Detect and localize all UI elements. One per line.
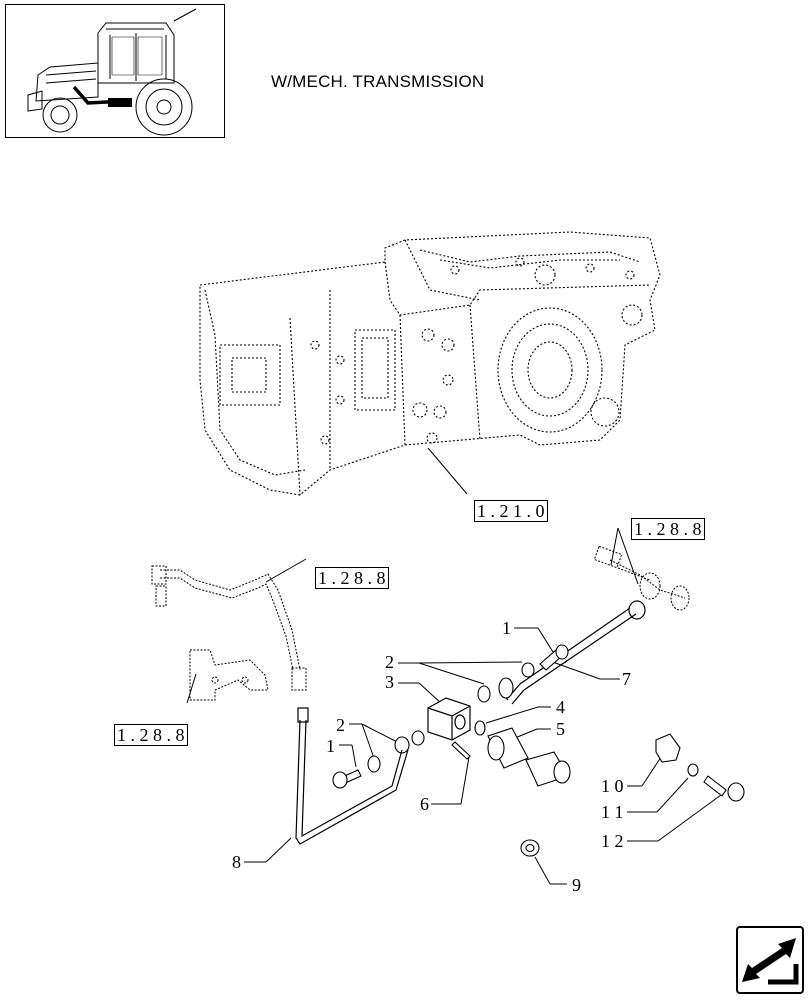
clip-10: [655, 733, 681, 763]
ref-left-label[interactable]: 1 . 2 8 . 8: [114, 724, 188, 746]
washers: [367, 662, 699, 777]
ref-transmission-housing[interactable]: 1 . 2 1 . 0: [465, 480, 548, 522]
return-nav-button[interactable]: [736, 926, 804, 994]
callout-10: 1 0: [601, 776, 624, 796]
ref-upper-pipe[interactable]: 1 . 2 8 . 8: [306, 547, 389, 589]
bolt-12: [703, 775, 745, 802]
ref-middle-label[interactable]: 1 . 2 8 . 8: [315, 567, 389, 589]
filter-5: [487, 727, 571, 787]
ref-right-fitting[interactable]: 1 . 2 8 . 8: [622, 498, 705, 540]
tractor-thumbnail: [5, 4, 225, 138]
callout-9: 9: [572, 875, 581, 895]
screw-6: [451, 741, 471, 760]
ref-bracket[interactable]: 1 . 2 8 . 8: [105, 704, 188, 746]
callout-8: 8: [232, 852, 241, 872]
ref-right-label[interactable]: 1 . 2 8 . 8: [631, 518, 705, 540]
transmission-housing: [199, 231, 661, 496]
arrow-return-icon: [742, 938, 799, 985]
tractor-thumbnail-icon: [27, 8, 197, 136]
callout-4: 4: [556, 697, 565, 717]
callout-7: 7: [622, 669, 631, 689]
callout-1-bottom: 1: [326, 736, 335, 756]
callout-2-bottom: 2: [336, 715, 345, 735]
callout-2-top: 2: [385, 652, 394, 672]
bolt-1-top: [539, 644, 569, 671]
block-3: [427, 697, 471, 741]
callout-1-top: 1: [502, 618, 511, 638]
callout-5: 5: [556, 719, 565, 739]
upper-pipe-assembly: [151, 565, 307, 701]
callout-3: 3: [385, 672, 394, 692]
pipe-8: [295, 707, 409, 845]
seal-9: [520, 839, 540, 857]
page-title: W/MECH. TRANSMISSION: [271, 72, 485, 91]
right-fitting: [593, 545, 690, 611]
callout-6: 6: [420, 794, 429, 814]
callout-11: 1 1: [601, 802, 624, 822]
bolt-1-bottom: [332, 769, 362, 789]
ref-transmission-label[interactable]: 1 . 2 1 . 0: [474, 500, 548, 522]
callout-12: 1 2: [601, 831, 624, 851]
